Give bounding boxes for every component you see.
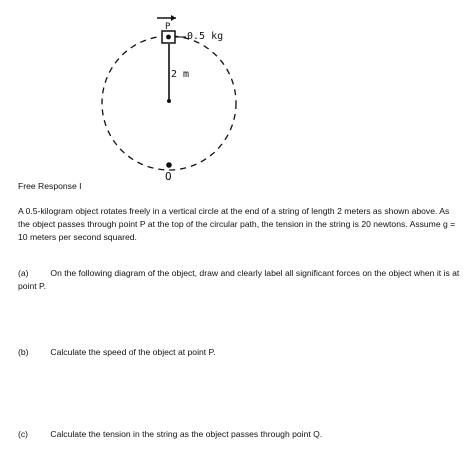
section-heading: Free Response I: [18, 181, 82, 191]
object-dot: [166, 34, 171, 40]
part-c-text: Calculate the tension in the string as t…: [50, 429, 323, 439]
dashed-circular-path: [101, 35, 237, 171]
center-point: [167, 99, 171, 103]
part-a-label: (a): [18, 268, 29, 278]
part-a: (a) On the following diagram of the obje…: [18, 267, 460, 293]
part-b-label: (b): [18, 347, 29, 357]
mass-label: 0.5 kg: [187, 31, 223, 42]
part-b-text: Calculate the speed of the object at poi…: [50, 347, 216, 357]
part-c: (c) Calculate the tension in the string …: [18, 428, 460, 441]
circular-motion-diagram: P 0.5 kg 2 m Q: [101, 15, 237, 180]
part-b: (b) Calculate the speed of the object at…: [18, 346, 460, 359]
radius-label: 2 m: [171, 69, 189, 80]
point-q-label: Q: [165, 170, 172, 180]
point-p-label: P: [165, 22, 171, 32]
part-c-label: (c): [18, 429, 29, 439]
point-q-marker: [166, 162, 172, 168]
part-a-text: On the following diagram of the object, …: [18, 268, 460, 291]
velocity-arrow: [157, 15, 176, 21]
problem-statement: A 0.5-kilogram object rotates freely in …: [18, 206, 456, 242]
